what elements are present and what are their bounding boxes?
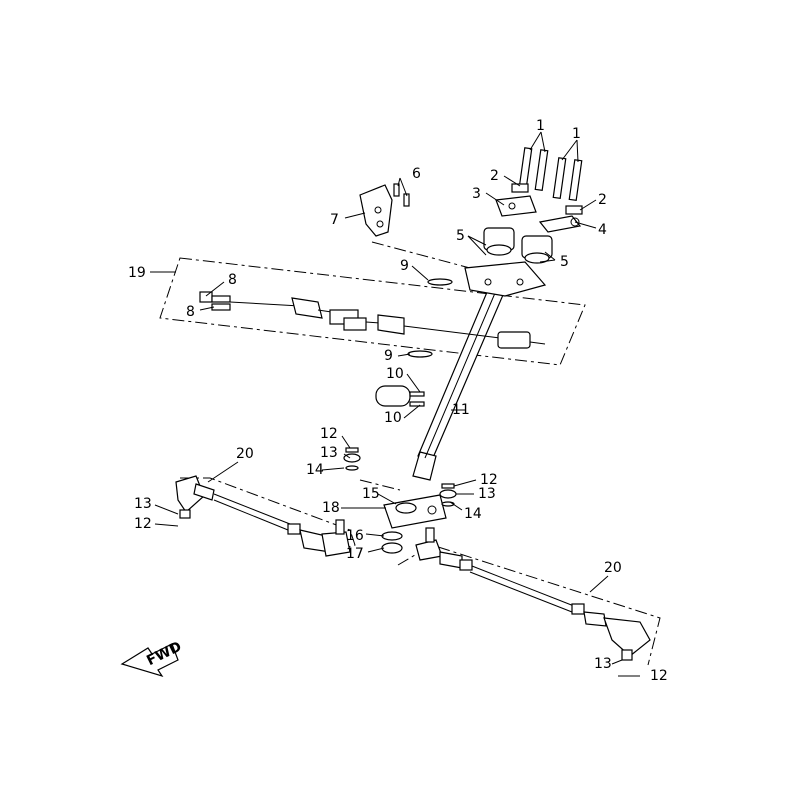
bracket-mount-outline: [371, 241, 471, 269]
mount-bracket: [359, 184, 393, 237]
callout-13c: 13: [134, 496, 152, 512]
callout-15: 15: [362, 486, 380, 502]
callout-1b: 1: [572, 126, 581, 142]
steering-shaft: [412, 284, 507, 481]
callout-10a: 10: [386, 366, 404, 382]
bushing-clamps: [483, 227, 553, 264]
callout-labels: 1 1 2 2 3 4 5 5 6 7 8 8 9 9 10 10 11 12 …: [128, 118, 668, 684]
callout-8a: 8: [228, 272, 237, 288]
washer-lower: [407, 350, 433, 358]
clamp-bolts: [518, 147, 583, 202]
connector: [375, 385, 425, 407]
callout-14b: 14: [464, 506, 482, 522]
callout-3: 3: [472, 186, 481, 202]
tie-rod-left: [175, 475, 351, 557]
forward-direction-arrow: FWD: [120, 639, 184, 678]
fastener-stack-left: [343, 447, 361, 471]
callout-7: 7: [330, 212, 339, 228]
callout-12d: 12: [650, 668, 668, 684]
callout-11: 11: [452, 402, 470, 418]
callout-5b: 5: [560, 254, 569, 270]
cable-assembly: [199, 291, 546, 349]
callout-12a: 12: [320, 426, 338, 442]
clamp-retainer: [495, 195, 537, 217]
callout-4: 4: [598, 222, 607, 238]
callout-5a: 5: [456, 228, 465, 244]
group-19-outline: [159, 257, 586, 366]
group-20-right-outline: [397, 544, 661, 666]
callout-20b: 20: [604, 560, 622, 576]
callout-14a: 14: [306, 462, 324, 478]
leader-lines: [150, 131, 640, 677]
callout-2b: 2: [598, 192, 607, 208]
washer-upper: [427, 278, 453, 286]
upper-mount-plate: [464, 261, 547, 297]
callout-12c: 12: [134, 516, 152, 532]
callout-13a: 13: [320, 445, 338, 461]
callout-8b: 8: [186, 304, 195, 320]
tie-rod-link-dash: [359, 479, 401, 491]
fastener-stack-right: [439, 483, 457, 507]
callout-19: 19: [128, 265, 146, 281]
callout-9a: 9: [400, 258, 409, 274]
callout-9b: 9: [384, 348, 393, 364]
pitman-arm: [383, 494, 447, 529]
callout-6: 6: [412, 166, 421, 182]
callout-12b: 12: [480, 472, 498, 488]
callout-17: 17: [346, 546, 364, 562]
group-20-left-outline: [180, 477, 356, 549]
callout-13b: 13: [478, 486, 496, 502]
fastener-stack-center: [381, 531, 403, 554]
callout-10b: 10: [384, 410, 402, 426]
callout-2a: 2: [490, 168, 499, 184]
callout-18: 18: [322, 500, 340, 516]
tie-rod-right: [415, 527, 651, 661]
callout-13d: 13: [594, 656, 612, 672]
clamp-clips: [511, 183, 583, 215]
callout-20a: 20: [236, 446, 254, 462]
lock-plate: [538, 215, 582, 233]
callout-16: 16: [346, 528, 364, 544]
callout-1a: 1: [536, 118, 545, 134]
